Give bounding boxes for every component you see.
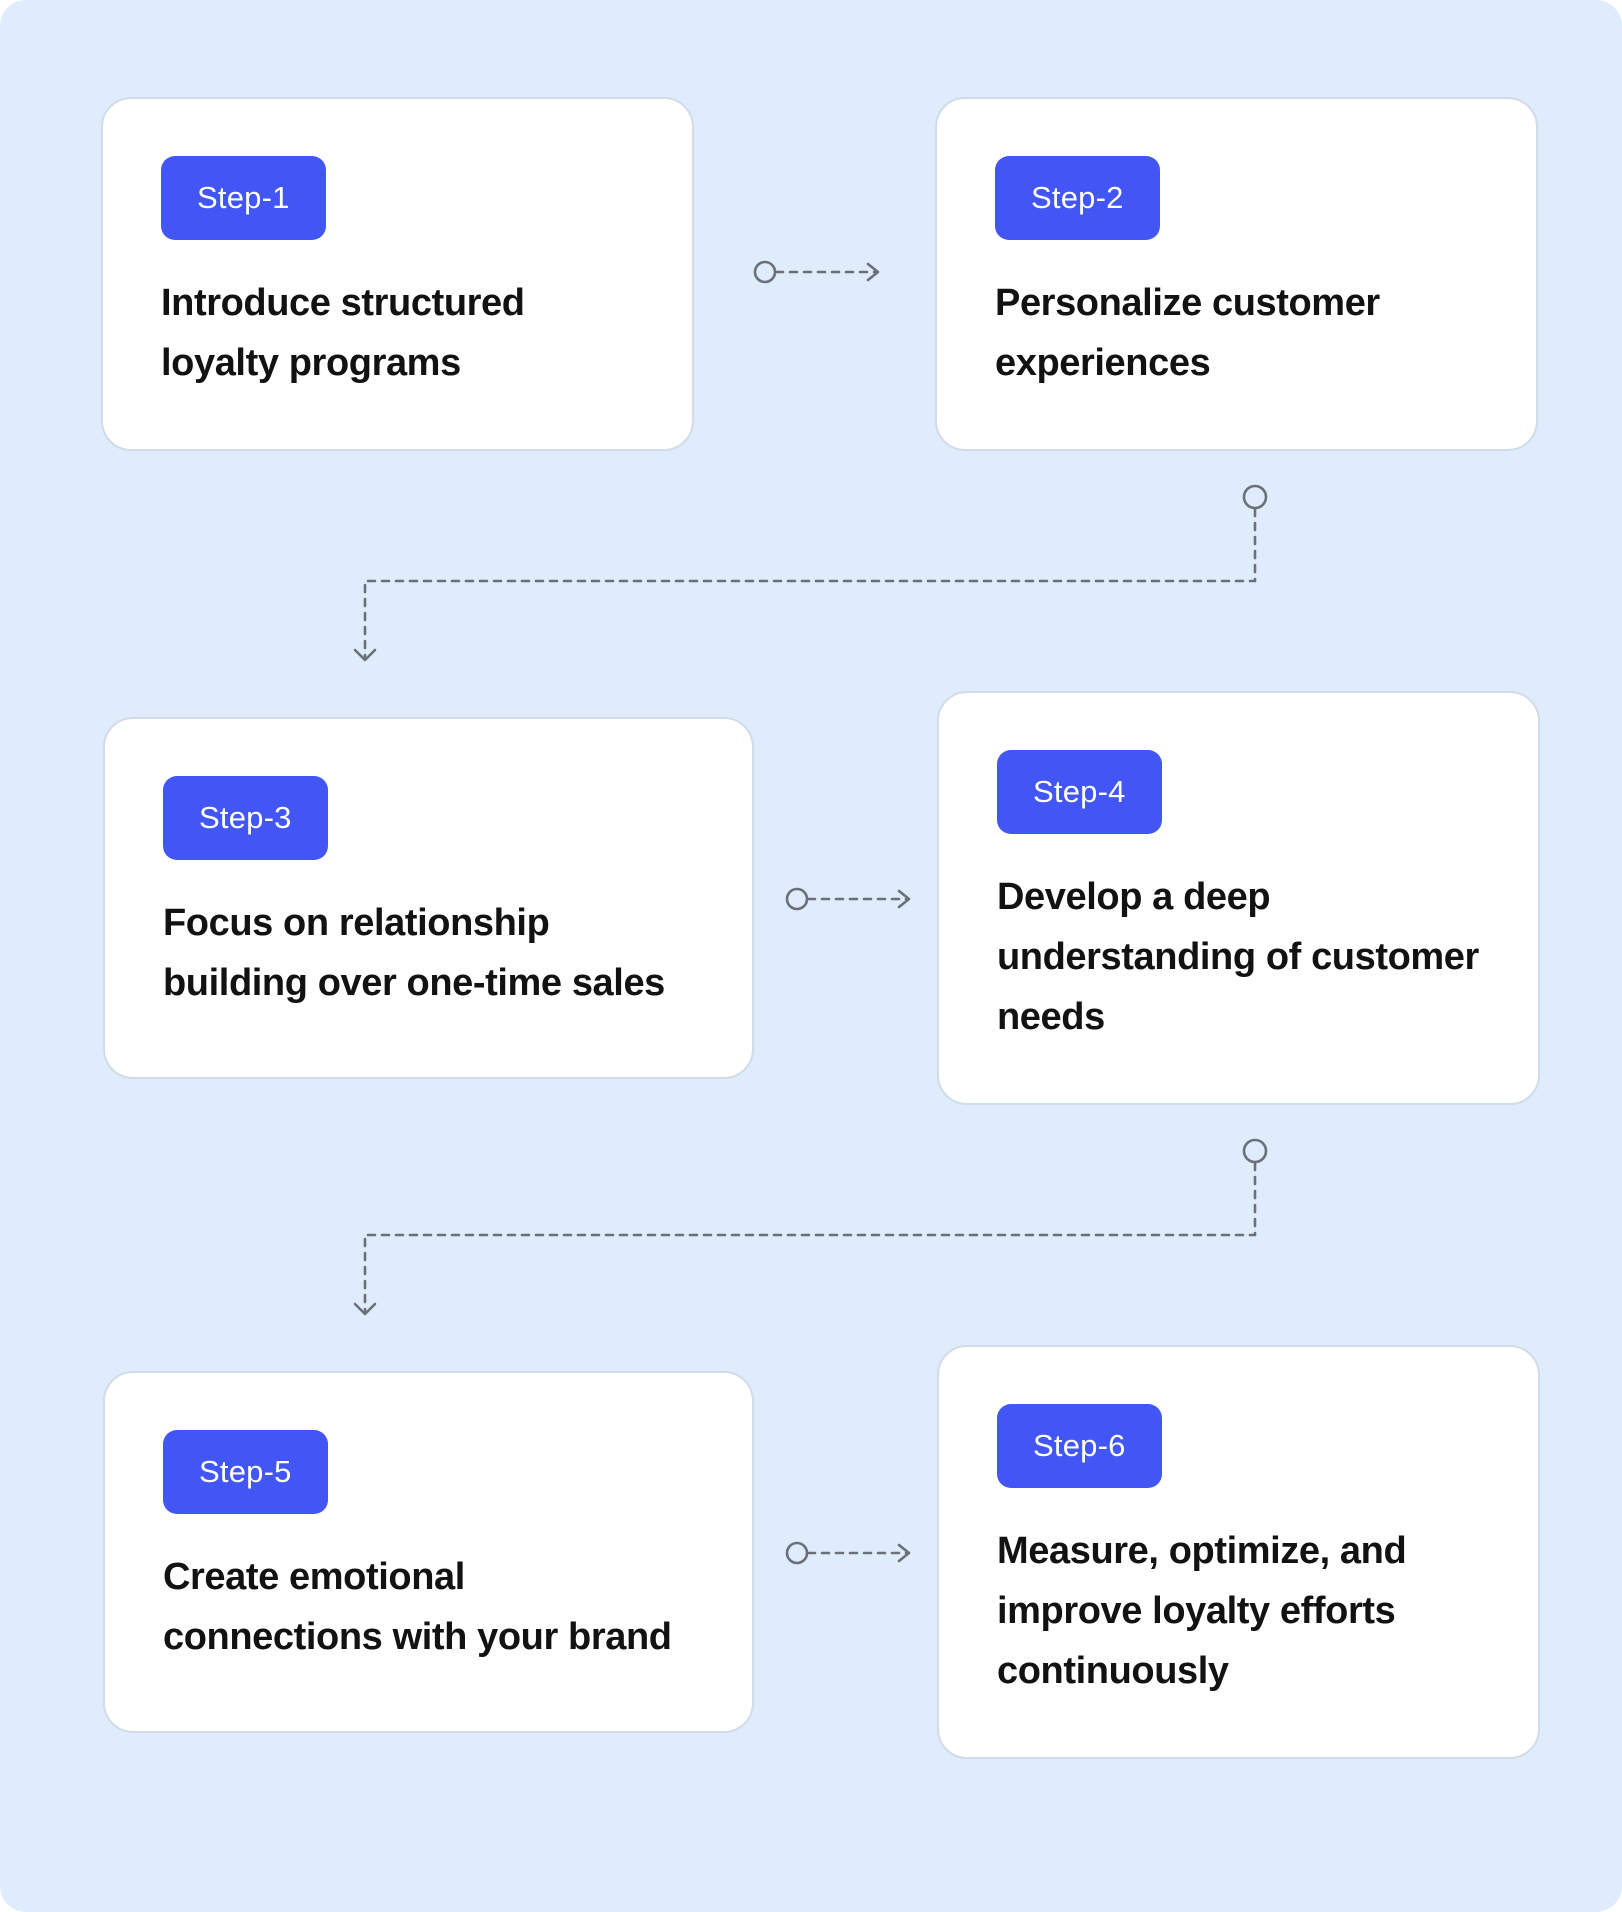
step-text-1: Introduce structured loyalty programs (161, 273, 668, 393)
step-text-4: Develop a deep understanding of customer… (997, 867, 1514, 1047)
step-card-3: Step-3 Focus on relationship building ov… (103, 717, 754, 1079)
step-badge-1: Step-1 (161, 156, 326, 240)
step-text-line: understanding of customer (997, 936, 1479, 978)
step-text-3: Focus on relationship building over one-… (163, 893, 728, 1013)
connector-arrow-4-to-5 (353, 1138, 1268, 1316)
connector-arrow-1-to-2 (753, 260, 880, 284)
step-text-line: Focus on relationship (163, 902, 550, 944)
step-text-line: Introduce structured (161, 282, 525, 324)
step-badge-3: Step-3 (163, 776, 328, 860)
step-text-line: Develop a deep (997, 876, 1271, 918)
step-text-line: Create emotional (163, 1556, 465, 1598)
connector-arrow-3-to-4 (785, 887, 911, 911)
step-card-1: Step-1 Introduce structured loyalty prog… (101, 97, 694, 451)
step-badge-6: Step-6 (997, 1404, 1162, 1488)
step-text-line: loyalty programs (161, 342, 461, 384)
step-badge-5: Step-5 (163, 1430, 328, 1514)
step-text-line: Personalize customer (995, 282, 1380, 324)
step-text-2: Personalize customer experiences (995, 273, 1512, 393)
step-text-line: Measure, optimize, and (997, 1530, 1407, 1572)
step-text-line: experiences (995, 342, 1211, 384)
step-badge-2: Step-2 (995, 156, 1160, 240)
step-text-line: continuously (997, 1650, 1229, 1692)
step-text-line: connections with your brand (163, 1616, 672, 1658)
step-text-line: building over one-time sales (163, 962, 665, 1004)
step-card-6: Step-6 Measure, optimize, and improve lo… (937, 1345, 1540, 1759)
step-text-5: Create emotional connections with your b… (163, 1547, 728, 1667)
step-card-5: Step-5 Create emotional connections with… (103, 1371, 754, 1733)
step-text-line: improve loyalty efforts (997, 1590, 1396, 1632)
connector-arrow-2-to-3 (353, 484, 1268, 662)
step-badge-4: Step-4 (997, 750, 1162, 834)
step-text-6: Measure, optimize, and improve loyalty e… (997, 1521, 1514, 1701)
step-card-2: Step-2 Personalize customer experiences (935, 97, 1538, 451)
step-card-4: Step-4 Develop a deep understanding of c… (937, 691, 1540, 1105)
connector-arrow-5-to-6 (785, 1541, 911, 1565)
step-text-line: needs (997, 996, 1105, 1038)
